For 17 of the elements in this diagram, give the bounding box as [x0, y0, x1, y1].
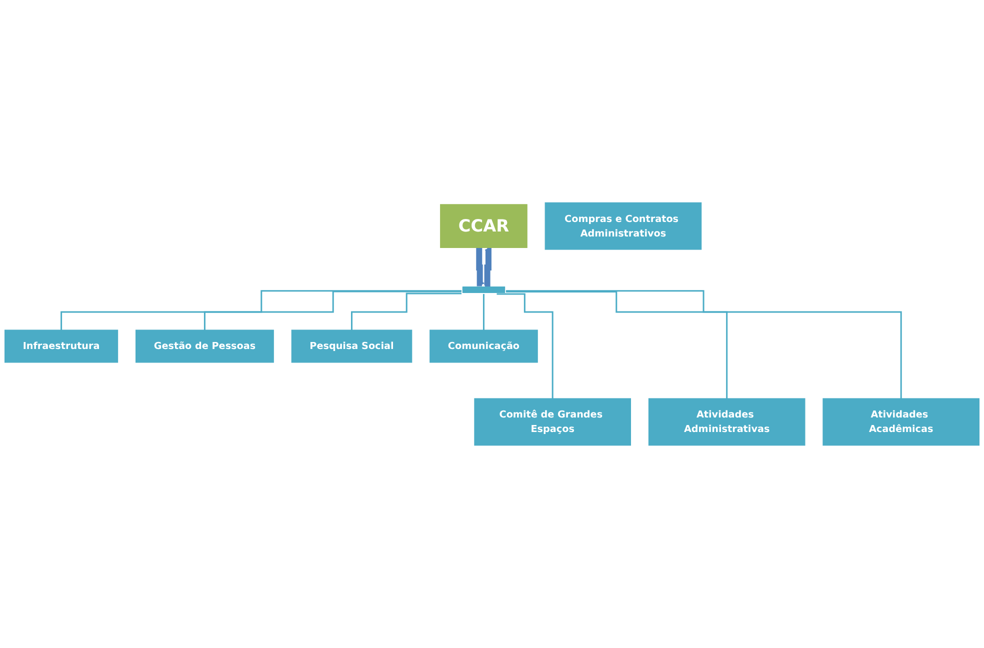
connector [204, 290, 462, 331]
connector [506, 290, 902, 400]
node-box: CCAR [440, 204, 528, 248]
arrow [484, 247, 492, 289]
node-box: Atividades Acadêmicas [822, 398, 980, 446]
connector [506, 291, 728, 400]
node-box: Infraestrutura [4, 330, 118, 363]
connector [482, 293, 484, 331]
connector [60, 290, 462, 331]
connector [351, 292, 462, 331]
node-box: Comitê de Grandes Espaços [474, 398, 631, 446]
node-box: Atividades Administrativas [648, 398, 806, 446]
node-box: Pesquisa Social [291, 330, 412, 363]
connector [496, 293, 554, 400]
node-box: Comunicação [430, 330, 538, 363]
node-box: Gestão de Pessoas [136, 330, 274, 363]
node-box: Compras e Contratos Administrativos [544, 202, 702, 250]
